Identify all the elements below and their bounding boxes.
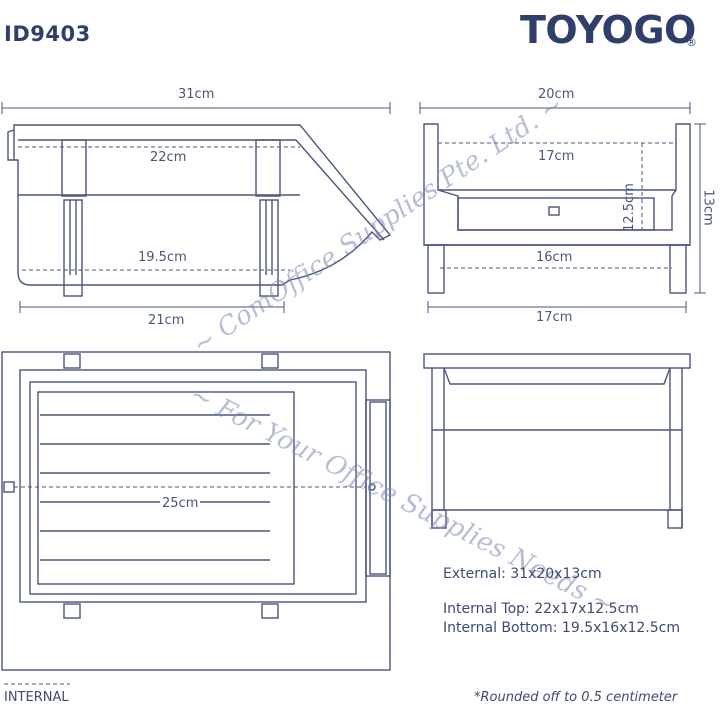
dim-front-base: 17cm [536,310,573,325]
back-view [423,353,691,529]
dim-top-internal-length: 25cm [160,496,201,511]
dim-front-internal-bottom: 16cm [536,250,573,265]
dim-side-top-width: 31cm [178,87,215,102]
brand-logo: TOYOGO [520,8,696,52]
registered-mark: ® [686,36,697,49]
dim-side-internal-bottom: 19.5cm [138,250,187,265]
product-code: ID9403 [4,22,91,46]
spec-internal-top: Internal Top: 22x17x12.5cm [443,601,639,617]
dim-front-internal-height: 12.5cm [621,183,637,232]
dim-side-base: 21cm [148,313,185,328]
top-view [1,351,391,671]
spec-internal-bottom: Internal Bottom: 19.5x16x12.5cm [443,620,680,636]
dim-side-internal-top: 22cm [150,150,187,165]
watermark-line1: ~ ComOffice Supplies Pte. Ltd. ~ [187,90,569,361]
legend-internal: INTERNAL [4,690,69,705]
side-view [1,102,392,313]
footnote: *Rounded off to 0.5 centimeter [474,690,678,705]
dim-front-top-width: 20cm [538,87,575,102]
dim-front-internal-top: 17cm [538,149,575,164]
dim-front-height: 13cm [700,189,716,226]
front-view [419,102,706,313]
spec-external: External: 31x20x13cm [443,566,602,582]
